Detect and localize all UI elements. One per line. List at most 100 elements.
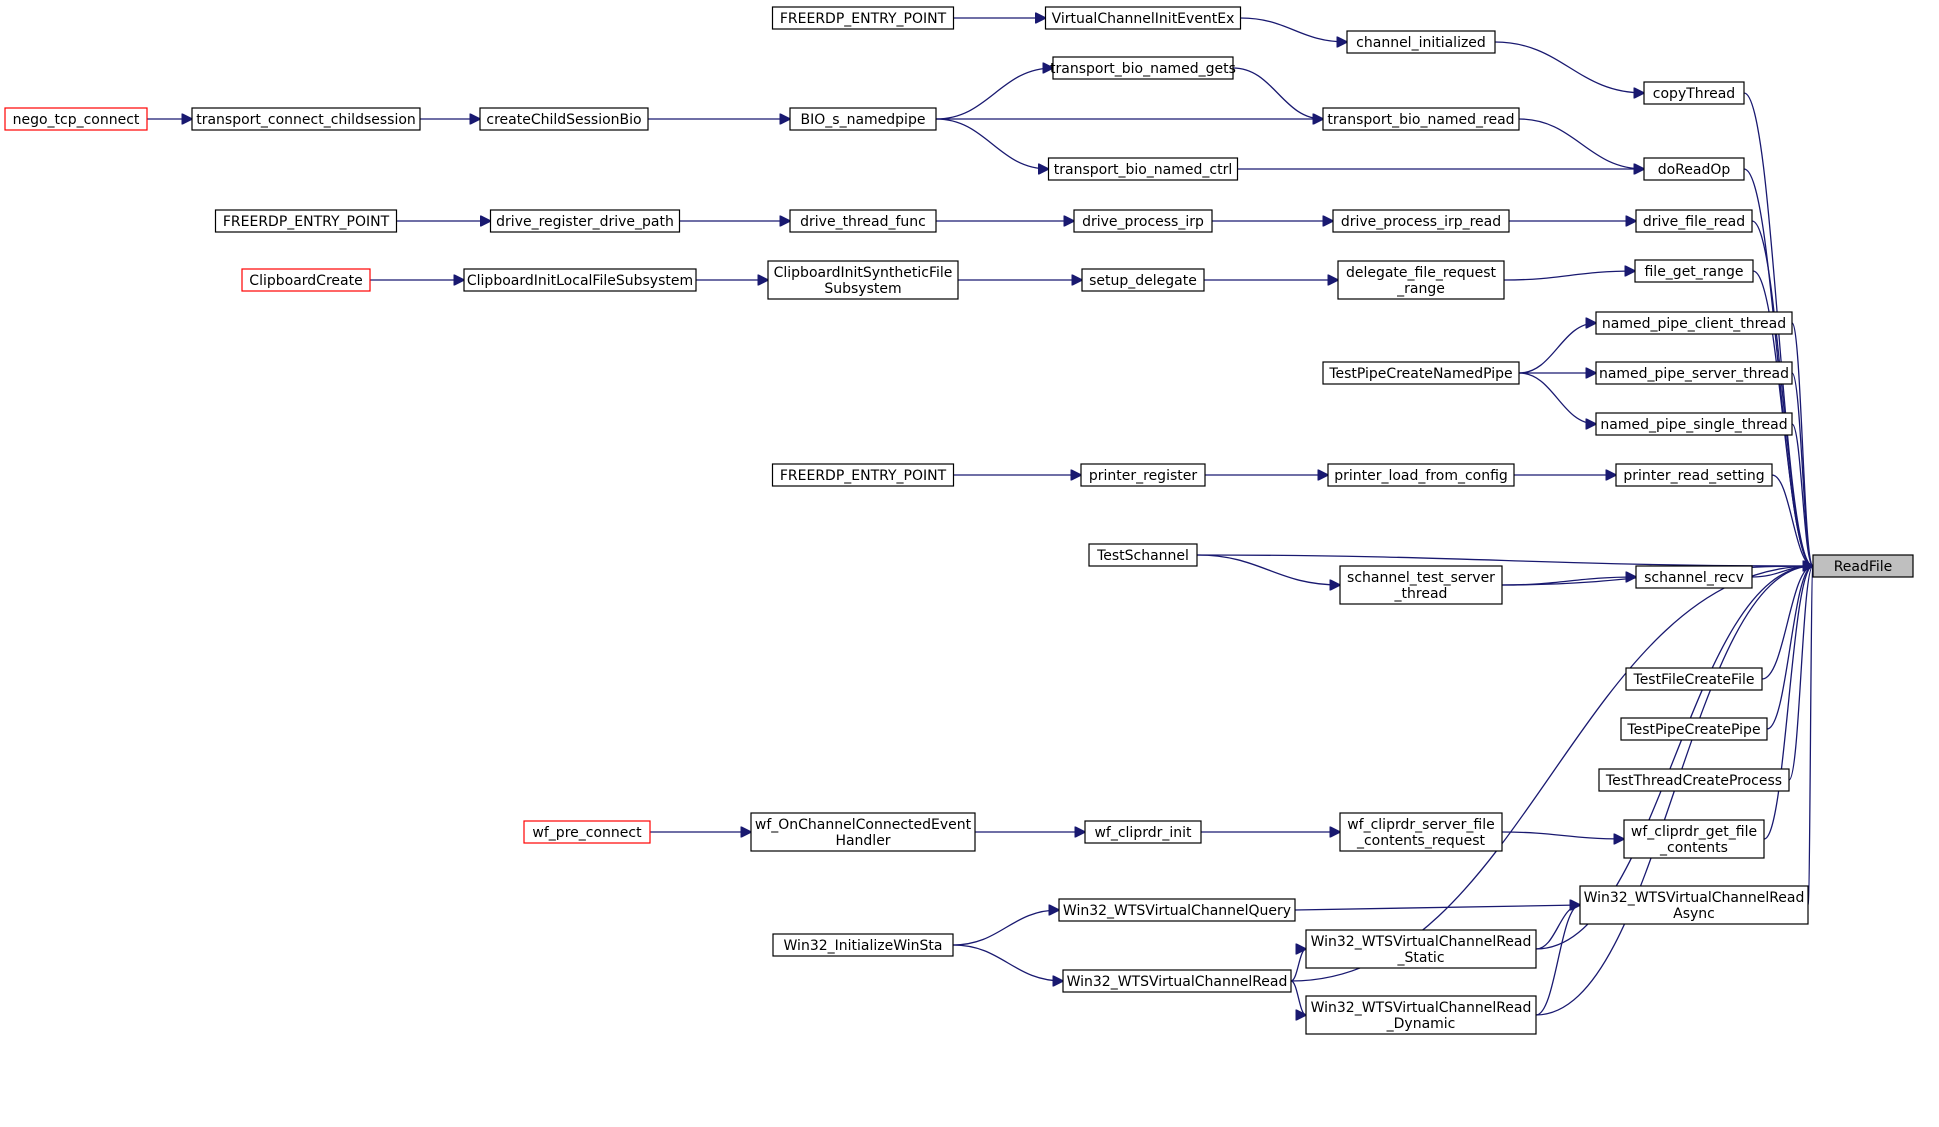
node-wcsfcr[interactable]: wf_cliprdr_server_file_contents_request bbox=[1339, 812, 1503, 852]
node-box bbox=[1620, 717, 1768, 741]
node-label: transport_bio_named_gets bbox=[1050, 61, 1236, 77]
node-label: Handler bbox=[835, 833, 890, 849]
node-label: transport_connect_childsession bbox=[196, 112, 416, 128]
node-box bbox=[1305, 995, 1537, 1035]
node-label: Win32_InitializeWinSta bbox=[784, 938, 943, 954]
node-wvcq[interactable]: Win32_WTSVirtualChannelQuery bbox=[1058, 898, 1296, 922]
node-tbn_gets[interactable]: transport_bio_named_gets bbox=[1050, 56, 1236, 80]
edge-npsgt-to-readfile bbox=[1791, 423, 1813, 566]
node-label: Subsystem bbox=[824, 281, 901, 297]
node-box bbox=[767, 260, 959, 300]
node-tsch[interactable]: TestSchannel bbox=[1088, 543, 1198, 567]
node-readfile[interactable]: ReadFile bbox=[1812, 554, 1914, 578]
node-label: TestSchannel bbox=[1096, 548, 1189, 564]
node-label: FREERDP_ENTRY_POINT bbox=[223, 214, 390, 230]
node-box bbox=[1337, 260, 1505, 300]
node-fep2[interactable]: FREERDP_ENTRY_POINT bbox=[214, 209, 398, 233]
node-box bbox=[479, 107, 649, 131]
node-wci[interactable]: wf_cliprdr_init bbox=[1084, 820, 1202, 844]
node-wvcrs[interactable]: Win32_WTSVirtualChannelRead_Static bbox=[1305, 929, 1537, 969]
node-label: _thread bbox=[1394, 586, 1448, 602]
node-label: FREERDP_ENTRY_POINT bbox=[780, 468, 947, 484]
node-doreadop[interactable]: doReadOp bbox=[1643, 157, 1745, 181]
node-ccsb[interactable]: createChildSessionBio bbox=[479, 107, 649, 131]
node-drdp[interactable]: drive_register_drive_path bbox=[489, 209, 681, 233]
node-box bbox=[1598, 768, 1790, 792]
node-fgr[interactable]: file_get_range bbox=[1634, 259, 1754, 283]
node-stst[interactable]: schannel_test_server_thread bbox=[1339, 565, 1503, 605]
node-npsgt[interactable]: named_pipe_single_thread bbox=[1595, 412, 1793, 436]
node-label: Win32_WTSVirtualChannelRead bbox=[1311, 1000, 1532, 1016]
edge-ttcp-to-readfile bbox=[1788, 566, 1813, 781]
node-label: _contents_request bbox=[1356, 833, 1486, 849]
node-preg[interactable]: printer_register bbox=[1080, 463, 1206, 487]
node-bio_s_np[interactable]: BIO_s_namedpipe bbox=[789, 107, 937, 131]
node-box bbox=[771, 6, 955, 30]
edges bbox=[147, 18, 1813, 1015]
edge-wvcrd-to-wvcra bbox=[1535, 905, 1580, 1016]
node-box bbox=[1052, 56, 1234, 80]
node-label: TestPipeCreateNamedPipe bbox=[1328, 366, 1512, 382]
node-ttcp[interactable]: TestThreadCreateProcess bbox=[1598, 768, 1790, 792]
node-cc[interactable]: ClipboardCreate bbox=[241, 268, 371, 292]
node-tpcp[interactable]: TestPipeCreatePipe bbox=[1620, 717, 1768, 741]
node-box bbox=[1322, 107, 1520, 131]
edge-wvcr-to-wvcrd bbox=[1290, 980, 1306, 1015]
edge-bio_s_np-to-tbn_ctrl bbox=[935, 118, 1049, 169]
node-wvcr[interactable]: Win32_WTSVirtualChannelRead bbox=[1062, 969, 1292, 993]
node-box bbox=[1058, 898, 1296, 922]
node-box bbox=[771, 463, 955, 487]
node-box bbox=[191, 107, 421, 131]
node-label: drive_file_read bbox=[1643, 214, 1745, 230]
edge-bio_s_np-to-tbn_gets bbox=[935, 68, 1053, 120]
node-box bbox=[1062, 969, 1292, 993]
node-tfcf[interactable]: TestFileCreateFile bbox=[1625, 667, 1763, 691]
node-dfr[interactable]: drive_file_read bbox=[1635, 209, 1753, 233]
node-fep3[interactable]: FREERDP_ENTRY_POINT bbox=[771, 463, 955, 487]
node-npct[interactable]: named_pipe_client_thread bbox=[1595, 311, 1793, 335]
edge-wiws-to-wvcq bbox=[952, 910, 1059, 946]
edge-tbn_gets-to-tbn_read bbox=[1232, 67, 1323, 119]
node-dpi[interactable]: drive_process_irp bbox=[1073, 209, 1213, 233]
node-label: ReadFile bbox=[1834, 559, 1893, 575]
node-copythread[interactable]: copyThread bbox=[1643, 81, 1745, 105]
node-box bbox=[1081, 268, 1205, 292]
node-wpc[interactable]: wf_pre_connect bbox=[523, 820, 651, 844]
node-vcieventex[interactable]: VirtualChannelInitEventEx bbox=[1044, 6, 1242, 30]
node-channel_initialized[interactable]: channel_initialized bbox=[1346, 30, 1496, 54]
node-tbn_ctrl[interactable]: transport_bio_named_ctrl bbox=[1047, 157, 1239, 181]
node-dpir[interactable]: drive_process_irp_read bbox=[1332, 209, 1510, 233]
node-label: ClipboardCreate bbox=[249, 273, 362, 289]
node-cilfs[interactable]: ClipboardInitLocalFileSubsystem bbox=[463, 268, 697, 292]
edge-tpcnp-to-npct bbox=[1518, 323, 1596, 374]
node-wiws[interactable]: Win32_InitializeWinSta bbox=[772, 933, 954, 957]
node-fep1[interactable]: FREERDP_ENTRY_POINT bbox=[771, 6, 955, 30]
node-tpcnp[interactable]: TestPipeCreateNamedPipe bbox=[1322, 361, 1520, 385]
node-prs[interactable]: printer_read_setting bbox=[1615, 463, 1773, 487]
node-label: ClipboardInitSyntheticFile bbox=[774, 265, 953, 281]
node-npst[interactable]: named_pipe_server_thread bbox=[1595, 361, 1793, 385]
node-box bbox=[214, 209, 398, 233]
node-label: doReadOp bbox=[1658, 162, 1731, 178]
node-nego[interactable]: nego_tcp_connect bbox=[4, 107, 148, 131]
node-tbn_read[interactable]: transport_bio_named_read bbox=[1322, 107, 1520, 131]
node-label: delegate_file_request bbox=[1346, 265, 1497, 281]
node-box bbox=[1595, 361, 1793, 385]
node-tcc[interactable]: transport_connect_childsession bbox=[191, 107, 421, 131]
node-label: wf_cliprdr_get_file bbox=[1631, 824, 1757, 840]
edge-wcsfcr-to-wcgfc bbox=[1501, 831, 1624, 839]
node-dfrr[interactable]: delegate_file_request_range bbox=[1337, 260, 1505, 300]
node-wvcrd[interactable]: Win32_WTSVirtualChannelRead_Dynamic bbox=[1305, 995, 1537, 1035]
node-sdel[interactable]: setup_delegate bbox=[1081, 268, 1205, 292]
node-box bbox=[241, 268, 371, 292]
edge-wvcra-to-readfile bbox=[1808, 566, 1813, 906]
node-dtf[interactable]: drive_thread_func bbox=[789, 209, 937, 233]
node-wcgfc[interactable]: wf_cliprdr_get_file_contents bbox=[1623, 819, 1765, 859]
node-srecv[interactable]: schannel_recv bbox=[1635, 565, 1753, 589]
edge-wiws-to-wvcr bbox=[952, 944, 1063, 981]
node-plfc[interactable]: printer_load_from_config bbox=[1327, 463, 1515, 487]
